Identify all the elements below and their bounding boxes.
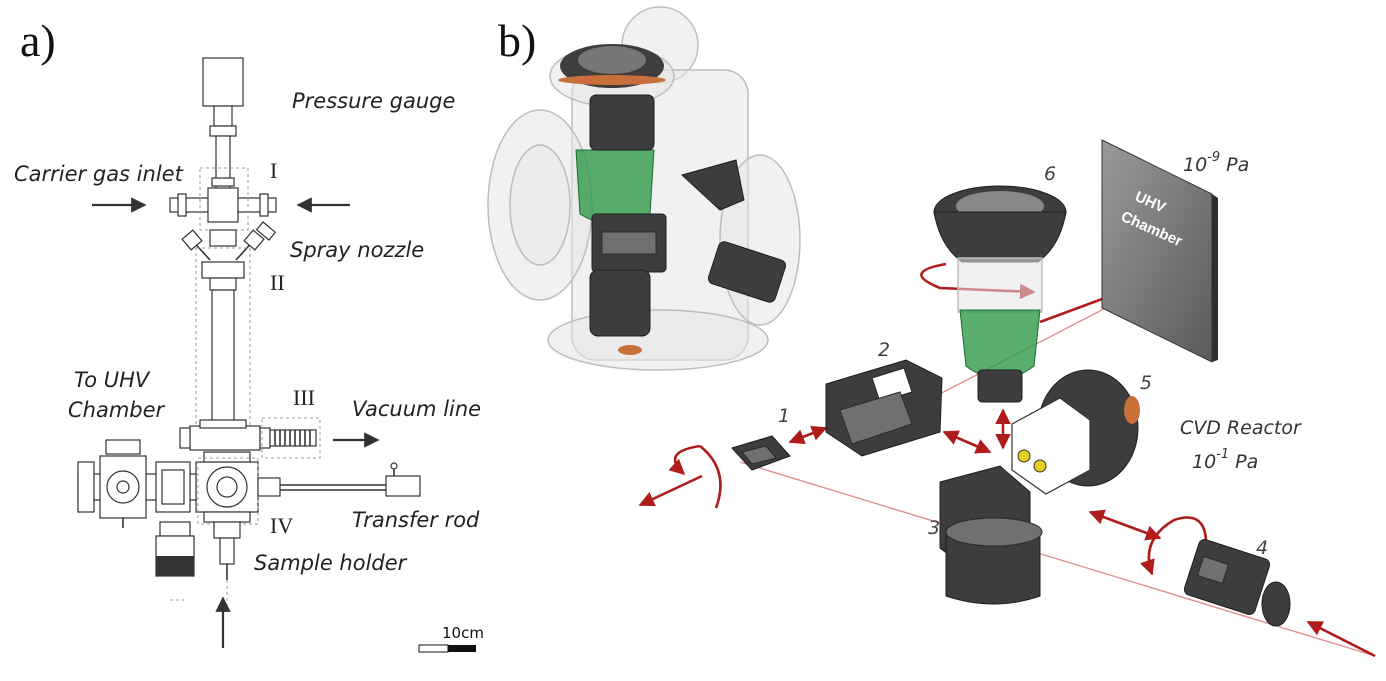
rotation-arrow-6 bbox=[920, 262, 1036, 300]
rotation-arrow-4 bbox=[1139, 518, 1175, 576]
gauge-neck bbox=[213, 105, 233, 127]
bellows bbox=[269, 429, 317, 447]
panel-a-letter: a) bbox=[20, 15, 56, 66]
label-cvd-reactor: CVD Reactor bbox=[1180, 417, 1302, 439]
section-label-iv: IV bbox=[270, 513, 293, 538]
sample-holder-stem bbox=[219, 537, 235, 565]
label-sample-holder: Sample holder bbox=[254, 551, 408, 575]
component-5-cvd bbox=[1011, 369, 1140, 495]
rotation-arrow-1 bbox=[668, 444, 701, 476]
scale-bar: 10cm bbox=[418, 624, 484, 653]
nozzle-right bbox=[243, 229, 265, 251]
upper-tube bbox=[215, 135, 231, 197]
arrow-3-4 bbox=[1088, 509, 1162, 541]
section-label-i: I bbox=[270, 158, 277, 183]
schematic-drawing bbox=[77, 57, 421, 605]
component-4-tool bbox=[1183, 539, 1291, 627]
cross-body bbox=[207, 187, 239, 223]
transfer-rod-handle bbox=[385, 475, 421, 497]
arrow-2-3 bbox=[942, 430, 992, 454]
transfer-tool-a bbox=[707, 241, 787, 303]
label-to-uhv-line1: To UHV bbox=[74, 368, 151, 392]
component-number-3: 3 bbox=[928, 517, 940, 539]
tee-body bbox=[189, 425, 261, 451]
gauge-flange bbox=[209, 125, 237, 137]
panel-a: a) bbox=[14, 15, 484, 653]
label-spray-nozzle: Spray nozzle bbox=[290, 238, 424, 262]
component-number-2: 2 bbox=[878, 339, 890, 361]
arrow-1-2 bbox=[788, 425, 828, 445]
component-number-1: 1 bbox=[778, 405, 790, 427]
six-way-cross-render bbox=[487, 6, 801, 371]
panel-b: b) bbox=[487, 6, 1376, 658]
label-vacuum-line: Vacuum line bbox=[352, 397, 481, 421]
component-number-6: 6 bbox=[1044, 163, 1056, 185]
component-1-plate bbox=[731, 435, 791, 471]
panel-b-letter: b) bbox=[498, 15, 536, 66]
nozzle-left bbox=[181, 229, 203, 251]
pressure-gauge-box bbox=[202, 57, 244, 107]
section-label-iii: III bbox=[293, 385, 315, 410]
component-number-4: 4 bbox=[1256, 537, 1268, 559]
label-to-uhv-line2: Chamber bbox=[68, 398, 166, 422]
label-carrier-gas-inlet: Carrier gas inlet bbox=[14, 162, 184, 186]
component-6-nozzle bbox=[933, 185, 1067, 403]
component-2-head bbox=[825, 359, 943, 457]
uhv-chamber-plate: UHV Chamber bbox=[1101, 139, 1218, 363]
copper-gasket bbox=[558, 75, 666, 85]
drift-tube bbox=[211, 289, 235, 423]
label-pressure-gauge: Pressure gauge bbox=[292, 89, 455, 113]
section-iii-outline bbox=[261, 417, 321, 459]
label-transfer-rod: Transfer rod bbox=[352, 508, 480, 532]
scale-bar-label: 10cm bbox=[442, 624, 484, 642]
section-label-ii: II bbox=[270, 270, 285, 295]
component-number-5: 5 bbox=[1140, 372, 1152, 394]
component-3-receiver bbox=[939, 465, 1043, 605]
nozzle-flange bbox=[201, 261, 245, 279]
